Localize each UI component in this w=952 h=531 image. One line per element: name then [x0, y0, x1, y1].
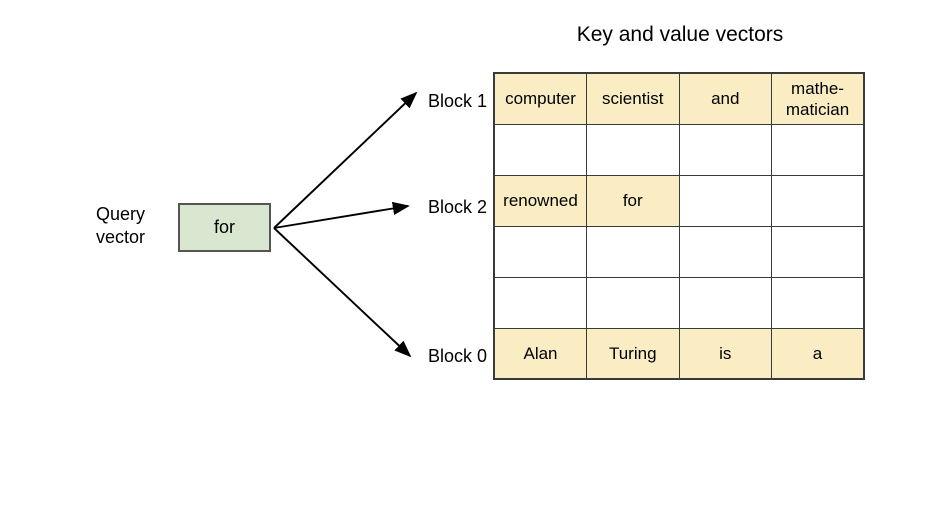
- table-cell[interactable]: [586, 276, 680, 329]
- table-cell[interactable]: renowned: [493, 174, 587, 227]
- arrow-to-block-0-icon: [273, 227, 412, 358]
- table-row: [493, 123, 865, 176]
- table-cell[interactable]: [771, 225, 865, 278]
- query-vector-box[interactable]: for: [178, 203, 271, 252]
- table-cell-text: mathe-: [791, 78, 844, 98]
- table-cell-text: computer: [505, 89, 576, 109]
- table-cell-text: and: [711, 89, 740, 109]
- table-cell[interactable]: [586, 123, 680, 176]
- query-vector-label-line1: Query: [96, 204, 146, 224]
- table-cell-text: a: [812, 343, 823, 363]
- table-cell[interactable]: [771, 123, 865, 176]
- table-cell[interactable]: [771, 276, 865, 329]
- table-cell-text: is: [719, 343, 732, 363]
- table-cell[interactable]: Alan: [493, 327, 587, 380]
- table-cell-text: scientist: [602, 89, 664, 109]
- table-row: [493, 276, 865, 329]
- table-cell[interactable]: [493, 225, 587, 278]
- table-cell[interactable]: [678, 123, 772, 176]
- table-cell[interactable]: is: [678, 327, 772, 380]
- table-cell[interactable]: a: [771, 327, 865, 380]
- arrow-to-block-1-icon: [273, 91, 418, 229]
- table-cell[interactable]: [771, 174, 865, 227]
- table-cell[interactable]: [586, 225, 680, 278]
- block-label-2: Block 2: [427, 197, 487, 217]
- table-cell-text: for: [622, 191, 643, 210]
- table-cell[interactable]: [678, 225, 772, 278]
- table-cell-text: renowned: [503, 191, 578, 210]
- page-title: Key and value vectors: [576, 23, 784, 46]
- table-row: computer scientist and mathe-matician: [493, 72, 865, 125]
- key-value-table-body: computer scientist and mathe-matician renown…: [493, 72, 865, 380]
- arrow-to-block-2-icon: [273, 201, 410, 229]
- table-row: renowned for: [493, 174, 865, 227]
- query-vector-label: Query vector: [96, 203, 170, 249]
- table-cell[interactable]: [493, 123, 587, 176]
- table-cell[interactable]: [493, 276, 587, 329]
- table-cell[interactable]: scientist: [586, 72, 680, 125]
- table-cell-text: matician: [785, 99, 850, 119]
- table-row: Alan Turing is a: [493, 327, 865, 380]
- table-cell-text: Turing: [608, 343, 657, 363]
- table-cell[interactable]: [678, 276, 772, 329]
- table-cell[interactable]: and: [678, 72, 772, 125]
- table-cell-text: Alan: [523, 343, 558, 363]
- query-vector-label-line2: vector: [96, 227, 146, 247]
- block-label-0: Block 0: [427, 346, 487, 366]
- table-cell[interactable]: mathe-matician: [771, 72, 865, 125]
- query-vector-token: for: [213, 217, 235, 237]
- table-cell[interactable]: computer: [493, 72, 587, 125]
- table-row: [493, 225, 865, 278]
- block-label-1: Block 1: [427, 91, 487, 111]
- table-cell[interactable]: for: [586, 174, 680, 227]
- table-cell[interactable]: Turing: [586, 327, 680, 380]
- key-value-table: computer scientist and mathe-matician renown…: [493, 72, 865, 380]
- table-cell[interactable]: [678, 174, 772, 227]
